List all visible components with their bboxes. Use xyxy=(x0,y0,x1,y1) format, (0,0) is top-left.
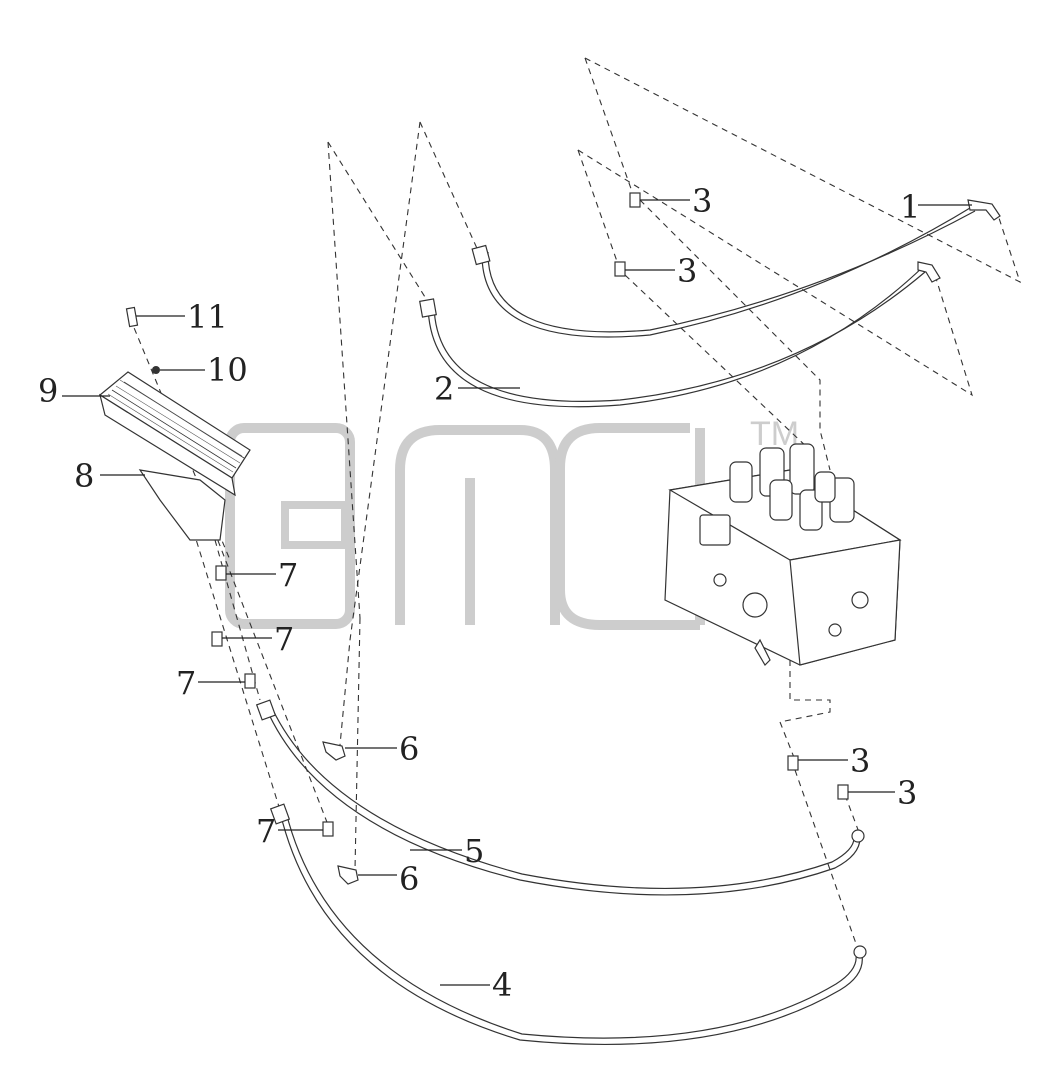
callout-7b: 7 xyxy=(274,620,294,658)
control-valve-block xyxy=(664,443,902,666)
callout-6a: 6 xyxy=(399,730,419,768)
fittings xyxy=(211,192,849,885)
callout-4: 4 xyxy=(492,966,512,1004)
hose-1 xyxy=(471,199,1001,338)
callout-5: 5 xyxy=(464,832,484,870)
hose-2 xyxy=(419,261,941,408)
callout-7c: 7 xyxy=(176,664,196,702)
callout-1: 1 xyxy=(900,188,920,226)
callout-3a: 3 xyxy=(692,182,712,220)
callout-2: 2 xyxy=(434,370,454,408)
callout-3c: 3 xyxy=(850,742,870,780)
pedal-assembly xyxy=(98,306,251,541)
callout-3d: 3 xyxy=(897,774,917,812)
callout-7d: 7 xyxy=(256,812,276,850)
callout-3b: 3 xyxy=(677,252,697,290)
callout-6b: 6 xyxy=(399,860,419,898)
hose-4 xyxy=(269,803,867,1046)
leader-lines xyxy=(62,199,972,986)
callout-8: 8 xyxy=(74,457,94,495)
callout-7a: 7 xyxy=(278,556,298,594)
hose-5 xyxy=(255,699,865,896)
callout-9: 9 xyxy=(38,372,58,410)
callout-10: 10 xyxy=(207,351,248,389)
callout-11: 11 xyxy=(187,298,228,336)
